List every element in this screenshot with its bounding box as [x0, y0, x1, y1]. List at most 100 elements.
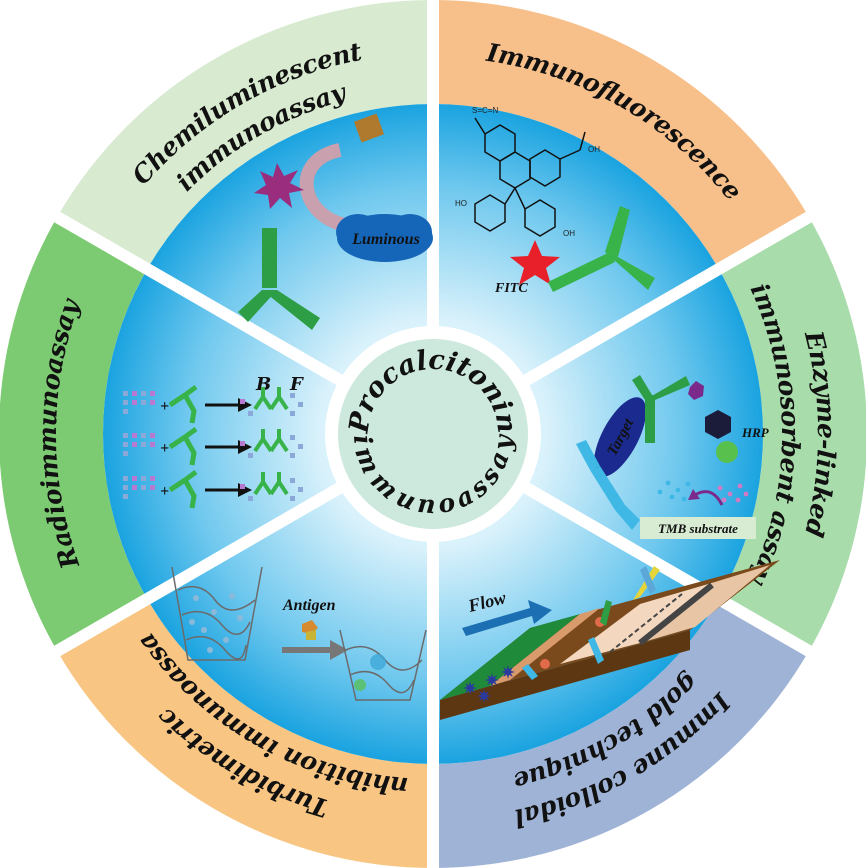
bound-complex-icon	[269, 387, 289, 411]
bound-complex-icon	[253, 387, 273, 411]
plus-sign: +	[160, 398, 169, 415]
luminous-label: Luminous	[351, 231, 420, 248]
tmb-dot	[717, 485, 723, 491]
radiolabel-dot	[150, 391, 155, 396]
bound-complex-icon	[269, 429, 289, 453]
tmb-label: TMB substrate	[658, 521, 738, 536]
particle-icon	[211, 609, 217, 615]
radiolabel-dot	[141, 433, 146, 438]
radiolabel-dot	[141, 442, 146, 447]
sector-band-elisa	[718, 217, 866, 651]
control-line	[638, 582, 714, 646]
antigen-label: Antigen	[282, 597, 336, 614]
antibody-icon	[238, 228, 320, 330]
particle-icon	[189, 619, 195, 625]
fitc-structure-icon	[474, 117, 586, 237]
sector-separator	[516, 478, 814, 658]
antibody-icon-2	[548, 206, 655, 292]
particle-icon	[223, 637, 229, 643]
radiolabel-dot	[141, 476, 146, 481]
radiolabel-dot	[123, 409, 128, 414]
flow-arrow	[462, 600, 552, 636]
free-label-dot	[298, 402, 303, 407]
sector-band-radioimmunoassay	[0, 217, 148, 651]
reaction-arrow-2	[694, 490, 724, 506]
radiolabel-dot	[150, 433, 155, 438]
gold-particle-icon	[485, 673, 499, 687]
particle-icon	[201, 627, 207, 633]
starburst-label-icon	[254, 163, 304, 209]
radiolabel-dot	[132, 442, 137, 447]
radiolabel-dot	[123, 433, 128, 438]
bound-complex-icon	[253, 429, 273, 453]
sector-band-turbidimetric	[57, 599, 434, 868]
free-f-label: F	[289, 374, 304, 395]
antibody-icon	[168, 469, 198, 509]
plus-sign: +	[160, 483, 169, 500]
free-label-dot	[290, 496, 295, 501]
sector-band-chemiluminescent	[57, 0, 434, 269]
particle-icon	[207, 647, 213, 653]
labeled-antibody-icon	[522, 566, 660, 680]
radiolabel-dot	[141, 400, 146, 405]
tmb-dot	[657, 489, 663, 495]
reaction-arrow	[299, 143, 347, 232]
antibody-icon	[168, 384, 198, 424]
sector-separator	[52, 478, 350, 658]
chemiluminescent-illustration: Luminous	[238, 113, 433, 330]
radiolabel-dot	[141, 391, 146, 396]
conjugate-icon	[688, 381, 704, 400]
bound-complex-icon	[269, 472, 289, 496]
chem-scn-label: S=C=N	[472, 106, 498, 115]
sector-separator	[516, 210, 814, 390]
radiolabel-dot	[150, 400, 155, 405]
radiolabel-dot	[141, 485, 146, 490]
turbidimetric-illustration: Antigen	[171, 566, 427, 701]
tmb-dot	[735, 497, 741, 503]
center-circle	[338, 339, 528, 529]
elisa-illustration: Target HRP TMB substrate	[576, 375, 770, 539]
radiolabel-dot	[123, 494, 128, 499]
nc-membrane	[560, 582, 715, 664]
tmb-dot	[727, 491, 733, 497]
secondary-antibody-icon	[576, 440, 640, 530]
sample-pad	[440, 614, 580, 700]
tmb-dot	[665, 480, 671, 486]
chem-oh-label: OH	[588, 145, 600, 154]
hrp-label: HRP	[741, 425, 770, 440]
tmb-dot	[669, 494, 675, 500]
plus-sign: +	[160, 440, 169, 457]
radiolabel-dot	[132, 400, 137, 405]
free-label-dot	[290, 393, 295, 398]
free-label-dot	[290, 435, 295, 440]
capture-antibody-icon	[632, 375, 690, 443]
substrate-cube-icon	[353, 113, 385, 143]
fitc-star-icon	[510, 240, 560, 285]
radiolabel-dot	[123, 442, 128, 447]
radiolabel-dot	[123, 485, 128, 490]
hrp-sphere-icon	[716, 441, 738, 463]
fitc-label: FITC	[494, 281, 528, 296]
radiolabel-dot	[123, 400, 128, 405]
antibody-icon	[168, 426, 198, 466]
particle-icon	[229, 593, 235, 599]
tmb-dot	[681, 496, 687, 502]
radioimmunoassay-illustration: B F +++	[123, 374, 304, 509]
radiolabel-dot	[132, 433, 137, 438]
free-label-dot	[290, 411, 295, 416]
absorbent-pad	[640, 565, 770, 643]
colloidal-gold-illustration: Flow	[440, 560, 780, 720]
radiolabel-dot	[123, 391, 128, 396]
tmb-dot	[737, 483, 743, 489]
target-ellipse	[593, 397, 647, 477]
cuvette-left	[171, 566, 263, 661]
free-label-dot	[298, 487, 303, 492]
immunofluorescence-illustration: S=C=N OH HO OH FITC	[455, 106, 655, 296]
gold-particle-icon	[477, 689, 491, 703]
free-label-dot	[298, 444, 303, 449]
sector-band-colloidal-gold	[433, 599, 809, 868]
radiolabel-dot	[132, 485, 137, 490]
radiolabel-dot	[123, 476, 128, 481]
chem-ho-label: HO	[455, 199, 467, 208]
